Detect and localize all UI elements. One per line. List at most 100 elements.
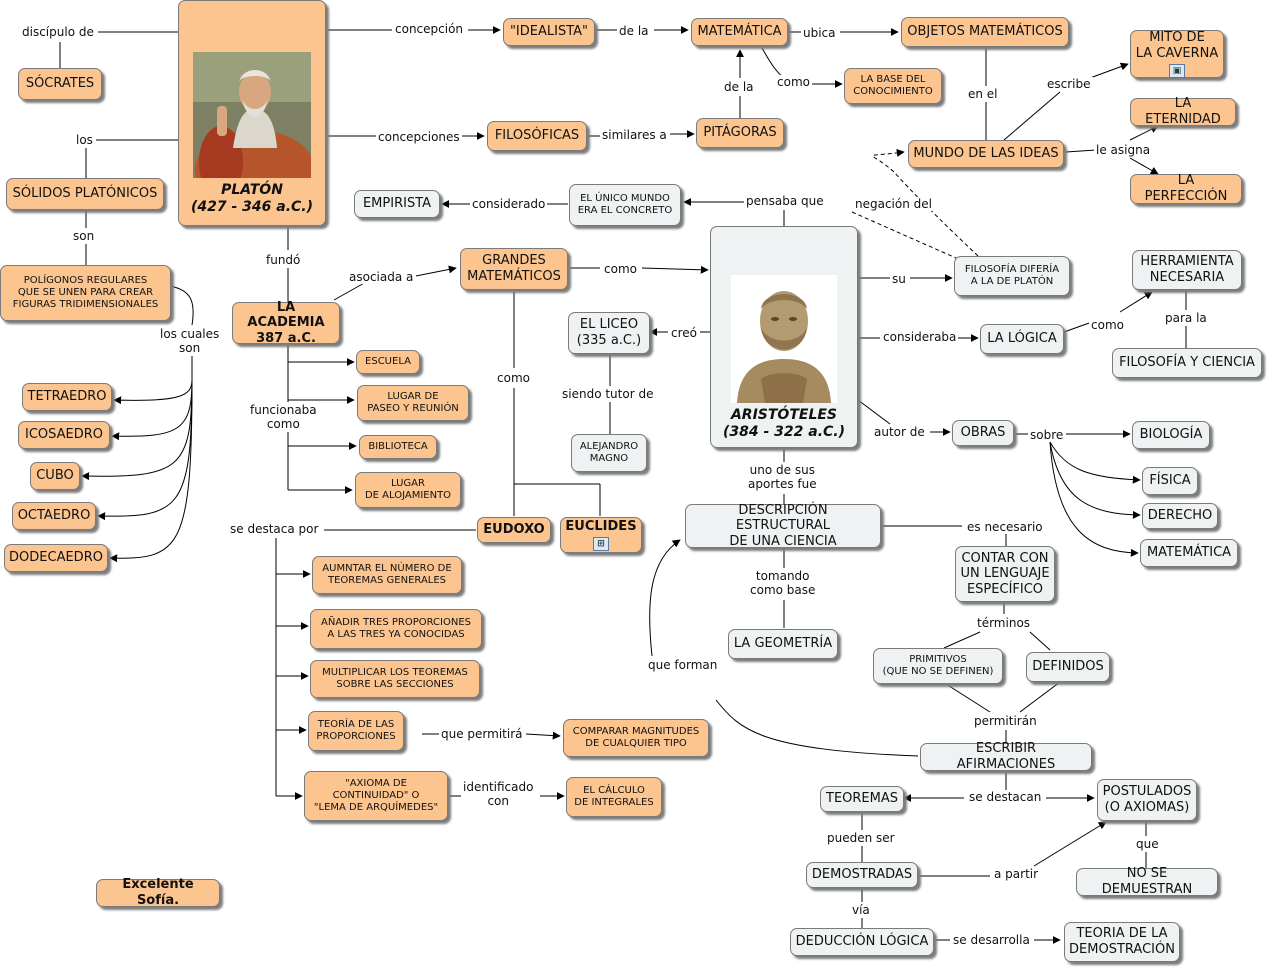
node-pitagoras[interactable]: PITÁGORAS (696, 118, 784, 148)
label-consideraba: consideraba (881, 330, 959, 345)
label-ubica: ubica (801, 26, 838, 41)
node-escribir-afirmaciones[interactable]: ESCRIBIR AFIRMACIONES (920, 741, 1092, 772)
label-que-forman: que forman (646, 658, 720, 673)
node-empirista[interactable]: EMPIRISTA (354, 190, 440, 218)
node-obras[interactable]: OBRAS (952, 420, 1014, 446)
node-contar-lenguaje[interactable]: CONTAR CON UN LENGUAJE ESPECÍFICO (955, 546, 1055, 602)
node-filosofia-ciencia[interactable]: FILOSOFÍA Y CIENCIA (1112, 348, 1262, 378)
label-los-cuales-son: los cuales son (158, 327, 222, 356)
platon-years: (427 - 346 a.C.) (190, 199, 314, 215)
image-link-icon[interactable]: ▣ (1169, 63, 1185, 78)
node-icosaedro[interactable]: ICOSAEDRO (18, 421, 110, 449)
label-uno-de-sus-aportes: uno de sus aportes fue (746, 463, 819, 492)
label-pensaba-que: pensaba que (744, 194, 826, 209)
label-negacion-del: negación del (853, 197, 934, 212)
label-via: vía (850, 903, 872, 918)
node-academia[interactable]: LA ACADEMIA 387 a.C. (232, 300, 340, 346)
node-calculo[interactable]: EL CÁLCULO DE INTEGRALES (566, 777, 662, 817)
node-deduccion-logica[interactable]: DEDUCCIÓN LÓGICA (790, 928, 934, 956)
label-para-la: para la (1163, 311, 1209, 326)
node-aumentar[interactable]: AUMNTAR EL NÚMERO DE TEOREMAS GENERALES (312, 556, 462, 594)
node-fisica[interactable]: FÍSICA (1142, 467, 1198, 495)
node-definidos[interactable]: DEFINIDOS (1026, 652, 1110, 682)
node-logica[interactable]: LA LÓGICA (980, 324, 1064, 354)
platon-portrait (193, 52, 311, 179)
node-herramienta[interactable]: HERRAMIENTA NECESARIA (1132, 250, 1242, 290)
label-autor-de: autor de (872, 425, 927, 440)
label-concepcion: concepción (393, 22, 466, 37)
label-como-eudoxo: como (495, 371, 532, 386)
node-dodecaedro[interactable]: DODECAEDRO (4, 544, 108, 572)
node-mito-caverna[interactable]: MITO DE LA CAVERNA ▣ (1130, 30, 1224, 78)
node-geometria[interactable]: LA GEOMETRÍA (728, 629, 838, 659)
label-como-grandes: como (602, 262, 639, 277)
label-pueden-ser: pueden ser (825, 831, 897, 846)
node-poligonos-regulares[interactable]: POLÍGONOS REGULARES QUE SE UNEN PARA CRE… (0, 265, 171, 321)
label-como-base: como (775, 75, 812, 90)
label-similares-a: similares a (600, 128, 669, 143)
node-teoremas[interactable]: TEOREMAS (820, 786, 904, 812)
node-perfeccion[interactable]: LA PERFECCIÓN (1130, 173, 1242, 204)
label-es-necesario: es necesario (965, 520, 1045, 535)
node-grandes-matematicos[interactable]: GRANDES MATEMÁTICOS (460, 248, 568, 290)
node-octaedro[interactable]: OCTAEDRO (12, 502, 96, 530)
node-tetraedro[interactable]: TETRAEDRO (22, 383, 112, 411)
node-eudoxo[interactable]: EUDOXO (477, 517, 551, 543)
label-los: los (74, 133, 95, 148)
node-postulados[interactable]: POSTULADOS (O AXIOMAS) (1097, 779, 1197, 821)
node-comparar[interactable]: COMPARAR MAGNITUDES DE CUALQUIER TIPO (563, 719, 709, 757)
node-escuela[interactable]: ESCUELA (356, 350, 420, 374)
node-aristoteles[interactable]: ARISTÓTELES (384 - 322 a.C.) (710, 226, 858, 448)
node-filosofia-difiere[interactable]: FILOSOFÍA DIFERÍA A LA DE PLATÓN (954, 256, 1070, 296)
label-a-partir: a partir (992, 867, 1041, 882)
aristoteles-portrait (731, 275, 837, 404)
label-tomando-como-base: tomando como base (748, 569, 818, 598)
node-mundo-ideas[interactable]: MUNDO DE LAS IDEAS (908, 140, 1064, 168)
node-anadir[interactable]: AÑADIR TRES PROPORCIONES A LAS TRES YA C… (310, 609, 482, 649)
node-socrates[interactable]: SÓCRATES (18, 68, 102, 100)
node-biologia[interactable]: BIOLOGÍA (1132, 421, 1210, 449)
node-solidos-platonicos[interactable]: SÓLIDOS PLATÓNICOS (6, 178, 164, 210)
node-filosoficas[interactable]: FILOSÓFICAS (487, 121, 587, 151)
label-en-el: en el (966, 87, 1000, 102)
label-permitiran: permitirán (972, 714, 1039, 729)
label-de-la-2: de la (722, 80, 756, 95)
label-que-permitira: que permitirá (439, 727, 525, 742)
node-multiplicar[interactable]: MULTIPLICAR LOS TEOREMAS SOBRE LAS SECCI… (310, 660, 480, 698)
node-lugar-paseo[interactable]: LUGAR DE PASEO Y REUNIÓN (357, 385, 469, 421)
node-liceo[interactable]: EL LICEO (335 a.C.) (568, 312, 650, 354)
euclides-label: EUCLIDES (565, 519, 637, 535)
node-cubo[interactable]: CUBO (30, 462, 80, 490)
node-lugar-alojamiento[interactable]: LUGAR DE ALOJAMIENTO (355, 472, 461, 508)
label-identificado-con: identificado con (461, 780, 536, 809)
node-biblioteca[interactable]: BIBLIOTECA (359, 435, 437, 459)
label-discipulo-de: discípulo de (20, 25, 96, 40)
node-eternidad[interactable]: LA ETERNIDAD (1130, 96, 1236, 127)
label-se-destacan: se destacan (967, 790, 1044, 805)
node-descripcion[interactable]: DESCRIPCIÓN ESTRUCTURAL DE UNA CIENCIA (685, 503, 881, 549)
label-creo: creó (669, 326, 699, 341)
node-derecho[interactable]: DERECHO (1142, 503, 1218, 529)
label-sobre: sobre (1028, 428, 1066, 443)
node-platon[interactable]: PLATÓN (427 - 346 a.C.) (178, 0, 326, 226)
node-matematica[interactable]: MATEMÁTICA (691, 18, 788, 46)
node-matematica-obras[interactable]: MATEMÁTICA (1140, 539, 1238, 567)
node-unico-mundo[interactable]: EL ÚNICO MUNDO ERA EL CONCRETO (569, 184, 681, 226)
label-le-asigna: le asigna (1094, 143, 1153, 158)
node-demostradas[interactable]: DEMOSTRADAS (806, 862, 918, 888)
label-son: son (71, 229, 97, 244)
node-objetos-matematicos[interactable]: OBJETOS MATEMÁTICOS (901, 17, 1069, 47)
node-base-conocimiento[interactable]: LA BASE DEL CONOCIMIENTO (844, 68, 942, 104)
node-teoria-demostracion[interactable]: TEORIA DE LA DEMOSTRACIÓN (1064, 922, 1180, 962)
label-siendo-tutor-de: siendo tutor de (560, 387, 656, 402)
node-primitivos[interactable]: PRIMITIVOS (QUE NO SE DEFINEN) (873, 648, 1003, 684)
node-idealista[interactable]: "IDEALISTA" (503, 18, 595, 46)
node-excelente[interactable]: Excelente Sofía. (96, 877, 220, 908)
concept-map-link-icon[interactable]: ⊞ (593, 536, 609, 551)
node-alejandro[interactable]: ALEJANDRO MAGNO (571, 434, 647, 472)
node-axioma[interactable]: "AXIOMA DE CONTINUIDAD" O "LEMA DE ARQUÍ… (304, 771, 448, 821)
node-euclides[interactable]: EUCLIDES ⊞ (560, 517, 642, 553)
label-considerado: considerado (470, 197, 548, 212)
node-no-demuestran[interactable]: NO SE DEMUESTRAN (1076, 866, 1218, 897)
node-teoria-proporciones[interactable]: TEORÍA DE LAS PROPORCIONES (308, 711, 404, 751)
